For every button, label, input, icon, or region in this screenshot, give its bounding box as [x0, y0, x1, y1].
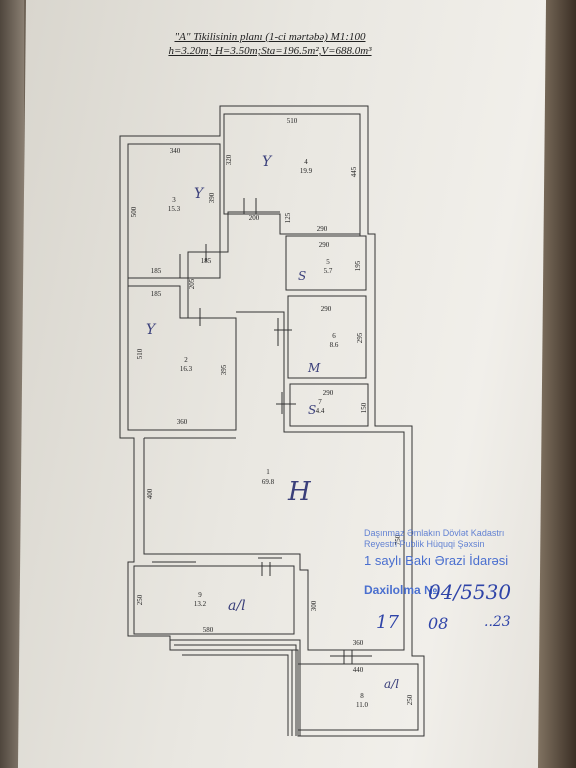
room-5-area: 5.7	[324, 267, 333, 275]
room-3-area: 15.3	[168, 205, 181, 213]
dim-295: 295	[356, 332, 364, 343]
room-2-outline	[127, 285, 237, 431]
room-3-number: 3	[172, 196, 176, 204]
room-1-area: 69.8	[262, 478, 275, 486]
room-8-number: 8	[360, 692, 364, 700]
room-7-outline	[289, 383, 369, 427]
room-4-number: 4	[304, 158, 308, 166]
hand-reg-number: 04/5530	[428, 580, 512, 604]
dim-290-c: 290	[321, 305, 332, 313]
hand-mark-room-7: S	[308, 403, 316, 417]
door-marks	[199, 198, 353, 664]
room-4-area: 19.9	[300, 167, 313, 175]
stamp-line-4: Daxilolma №	[364, 583, 438, 597]
hand-date-month: 08	[428, 614, 449, 633]
terrace-lines	[170, 639, 301, 736]
dim-445: 445	[350, 166, 358, 177]
dim-290-b: 290	[319, 241, 330, 249]
dim-195: 195	[354, 260, 362, 271]
dim-200: 200	[249, 214, 260, 222]
hand-mark-room-4: Y	[262, 154, 273, 170]
dim-185-a: 185	[151, 267, 162, 275]
corridor-outline	[179, 211, 280, 318]
stamp-line-2: Reyestri Publik Hüquqi Şəxsin	[364, 539, 485, 549]
room-2-number: 2	[184, 356, 188, 364]
room-7-number: 7	[318, 398, 322, 406]
room-9-number: 9	[198, 591, 202, 599]
dim-290-a: 290	[317, 225, 328, 233]
hand-date-day: 17	[376, 612, 399, 633]
room-6-outline	[287, 295, 367, 379]
room-8-outline	[297, 663, 419, 731]
dim-360-b: 360	[353, 639, 364, 647]
hand-mark-room-8: a/l	[384, 677, 399, 691]
plan-title: "A" Tikilisinin planı (1-ci mərtəbə) M1:…	[174, 31, 366, 43]
room-8-area: 11.0	[356, 701, 368, 709]
room-6-area: 8.6	[330, 341, 339, 349]
registry-stamp: Daşınmaz Əmlakın Dövlət Kadastrı Reyestr…	[364, 528, 524, 598]
hand-mark-room-5: S	[298, 269, 306, 283]
dim-580: 580	[203, 626, 214, 634]
dim-125: 125	[284, 212, 292, 223]
stamp-line-1: Daşınmaz Əmlakın Dövlət Kadastrı	[364, 528, 505, 538]
dim-205: 205	[188, 278, 196, 289]
room-1-number: 1	[266, 468, 270, 476]
room-5-outline	[285, 235, 367, 291]
hand-date-year: ..23	[484, 614, 511, 630]
dim-150: 150	[360, 402, 368, 413]
dim-360-a: 360	[177, 418, 188, 426]
dim-250-a: 250	[136, 594, 144, 605]
hand-mark-room-9: a/l	[228, 598, 246, 614]
room-1-outline	[143, 311, 405, 651]
dim-500: 500	[130, 206, 138, 217]
room-2-area: 16.3	[180, 365, 193, 373]
plan-parameters: h=3.20m; H=3.50m;Sta=196.5m²,V=688.0m³	[168, 45, 372, 57]
hand-mark-room-6: M	[307, 361, 321, 375]
dim-400: 400	[146, 488, 154, 499]
dim-395: 395	[220, 364, 228, 375]
dim-320: 320	[225, 154, 233, 165]
hand-mark-room-1: H	[287, 477, 312, 507]
room-9-area: 13.2	[194, 600, 207, 608]
hand-mark-room-3: Y	[194, 186, 205, 202]
dim-250-b: 250	[406, 694, 414, 705]
dim-185-b: 185	[201, 257, 212, 265]
dim-300: 300	[310, 600, 318, 611]
dim-290-d: 290	[323, 389, 334, 397]
room-7-area: 4.4	[316, 407, 325, 415]
hand-mark-room-2: Y	[146, 322, 157, 338]
outer-wall	[119, 105, 425, 737]
dim-510-left: 510	[136, 348, 144, 359]
dim-510-top: 510	[287, 117, 298, 125]
dim-440: 440	[353, 666, 364, 674]
room-4-outline	[223, 113, 361, 235]
room-9-outline	[133, 565, 295, 635]
dim-185-c: 185	[151, 290, 162, 298]
dim-390: 390	[208, 192, 216, 203]
room-6-number: 6	[332, 332, 336, 340]
stamp-line-3: 1 saylı Bakı Ərazi İdarəsi	[364, 553, 509, 568]
dim-750: 750	[394, 534, 402, 545]
room-5-number: 5	[326, 258, 330, 266]
dim-340: 340	[170, 147, 181, 155]
plan-header: "A" Tikilisinin planı (1-ci mərtəbə) M1:…	[140, 30, 400, 59]
